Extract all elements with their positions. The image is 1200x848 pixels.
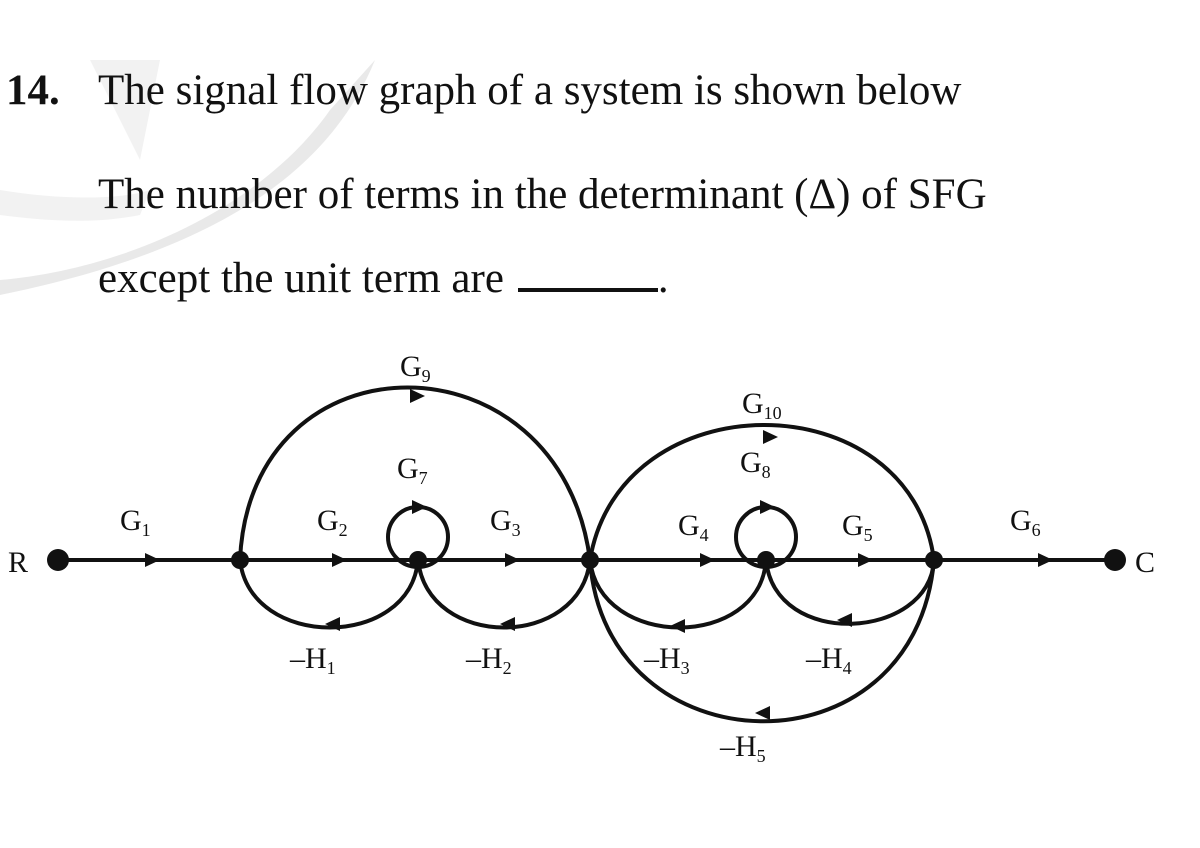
g10-label: G10: [742, 387, 782, 423]
node-5: [925, 551, 943, 569]
g1-label: G1: [120, 504, 151, 540]
node-c: [1104, 549, 1126, 571]
answer-blank: [517, 254, 658, 292]
h1-label: –H1: [289, 642, 336, 678]
g10-arc: [588, 423, 936, 561]
node-2: [409, 551, 427, 569]
h5-label: –H5: [719, 730, 766, 766]
g4-label: G4: [678, 509, 709, 545]
h1-arc: [238, 559, 420, 630]
node-1: [231, 551, 249, 569]
g7-label: G7: [397, 452, 428, 488]
question-line-3-text: except the unit term are: [98, 255, 504, 302]
g3-label: G3: [490, 504, 521, 540]
g6-label: G6: [1010, 504, 1041, 540]
g5-label: G5: [842, 509, 873, 545]
input-label: R: [8, 546, 28, 579]
question-number: 14.: [6, 67, 60, 114]
node-4: [757, 551, 775, 569]
question-line-2: The number of terms in the determinant (…: [98, 171, 987, 218]
g9-arc: [238, 385, 592, 561]
h5-arc: [588, 559, 936, 724]
node-r: [47, 549, 69, 571]
h4-label: –H4: [805, 642, 852, 678]
arrow-heads: [145, 389, 1053, 720]
question-line-1: The signal flow graph of a system is sho…: [98, 67, 962, 114]
h2-arc: [416, 559, 592, 630]
output-label: C: [1135, 546, 1155, 579]
question-line-3: except the unit term are.: [98, 254, 669, 303]
g8-label: G8: [740, 446, 771, 482]
h3-arc: [588, 559, 768, 630]
question-period: .: [657, 255, 669, 302]
node-3: [581, 551, 599, 569]
g9-label: G9: [400, 350, 431, 386]
h2-label: –H2: [465, 642, 512, 678]
h3-label: –H3: [643, 642, 690, 678]
g2-label: G2: [317, 504, 348, 540]
